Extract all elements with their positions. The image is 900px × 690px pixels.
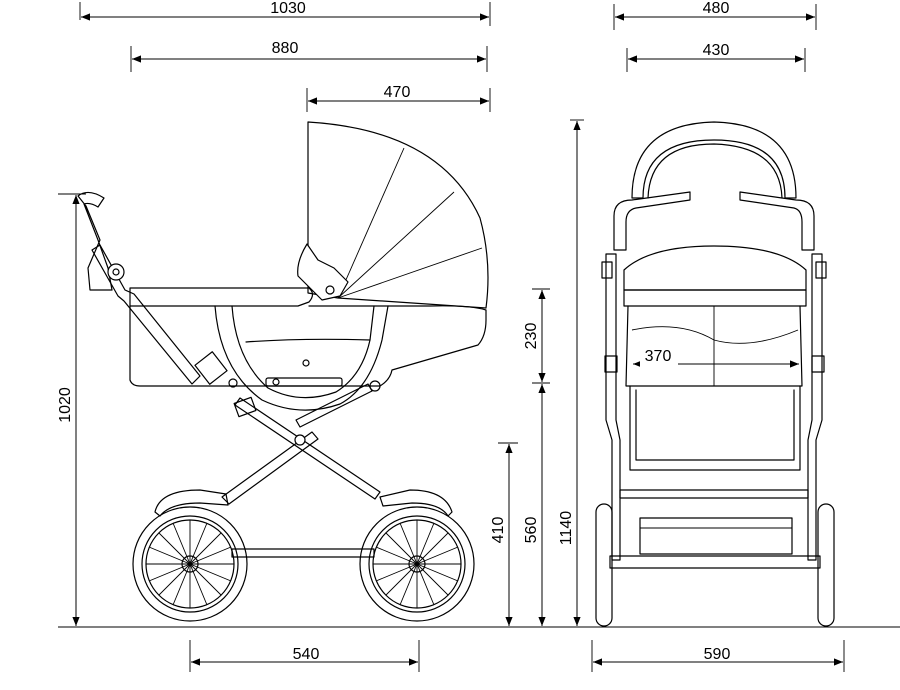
dim-front-body-width: 430	[703, 42, 730, 59]
dim-side-handle-height: 1020	[57, 387, 74, 423]
front-view	[595, 121, 835, 627]
side-front-wheel	[359, 506, 475, 622]
dim-front-track-width: 590	[704, 646, 731, 663]
dim-front-total-height: 1140	[558, 511, 575, 546]
dim-side-wheelbase: 540	[293, 646, 320, 663]
dim-side-total-length: 1030	[270, 0, 306, 17]
dim-front-bed-height: 560	[523, 517, 540, 544]
dim-front-body-depth: 230	[523, 323, 540, 350]
dim-side-hood-length: 470	[384, 84, 411, 101]
front-left-wheel	[595, 503, 613, 627]
side-view	[77, 121, 489, 622]
dimension-lines	[58, 2, 845, 672]
dim-front-total-width: 480	[703, 0, 730, 17]
front-right-wheel	[817, 503, 835, 627]
dim-front-inner-width: 370	[645, 348, 672, 365]
dimension-labels: 1030 880 470 480 430 370 540 590 1020 11…	[57, 0, 730, 663]
side-rear-wheel	[132, 506, 248, 622]
dim-front-frame-height: 410	[490, 517, 507, 544]
dim-side-body-length: 880	[272, 40, 299, 57]
